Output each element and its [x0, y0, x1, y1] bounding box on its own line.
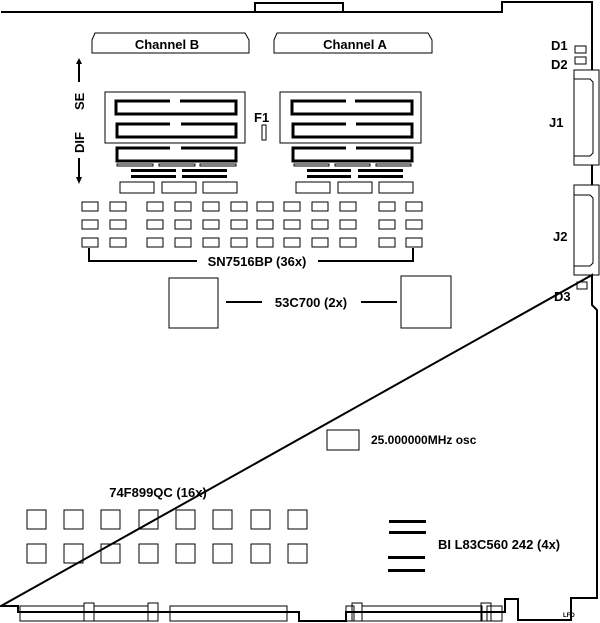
74f899qc-chip [212, 509, 233, 530]
74f899qc-label: 74F899QC (16x) [109, 485, 207, 500]
sn7516bp-chip [81, 201, 99, 212]
j1-label: J1 [549, 115, 563, 130]
corner-mark: LFD [563, 613, 575, 619]
sn7516bp-chip [283, 237, 301, 248]
led-d1: D1 [551, 38, 587, 54]
sn7516bp-chip [81, 237, 99, 248]
sn7516bp-driver-array [81, 201, 423, 248]
sn7516bp-chip [81, 219, 99, 230]
channel-a-terminators [279, 91, 422, 194]
se-dif-indicator: SE DIF [72, 58, 87, 184]
j2-connector[interactable]: J2 [553, 184, 600, 276]
sn7516bp-chip [405, 201, 423, 212]
74f899qc-chip [26, 509, 47, 530]
d2-label: D2 [551, 57, 568, 72]
sn7516bp-chip [202, 237, 220, 248]
sn7516bp-chip [202, 201, 220, 212]
sn7516bp-chip [339, 219, 357, 230]
53c700-label: 53C700 (2x) [275, 295, 347, 310]
sn7516bp-chip [230, 237, 248, 248]
74f899qc-chip [100, 543, 121, 564]
sn7516bp-chip [256, 219, 274, 230]
oscillator: 25.000000MHz osc [326, 429, 477, 451]
sn7516bp-chip [174, 237, 192, 248]
d1-label: D1 [551, 38, 568, 53]
53c700-chips: 53C700 (2x) [168, 275, 452, 329]
j2-label: J2 [553, 229, 567, 244]
bi-l83c560-label: BI L83C560 242 (4x) [438, 537, 560, 552]
sn7516bp-chip [283, 201, 301, 212]
sn7516bp-chip [146, 201, 164, 212]
bi-l83c560-chips: BI L83C560 242 (4x) [388, 520, 560, 572]
sn7516bp-chip [378, 201, 396, 212]
sn7516bp-chip [339, 201, 357, 212]
led-d2: D2 [551, 56, 587, 72]
74f899qc-chip [63, 509, 84, 530]
74f899qc-chip [287, 543, 308, 564]
74f899qc-chip [175, 543, 196, 564]
dif-label: DIF [72, 132, 87, 153]
se-label: SE [72, 92, 87, 110]
channel-a-connector[interactable]: Channel A [273, 32, 433, 54]
74f899qc-chip [138, 509, 159, 530]
channel-a-label: Channel A [323, 37, 387, 52]
sn7516bp-chip [109, 201, 127, 212]
channel-b-terminators [104, 91, 246, 194]
sn7516bp-chip [146, 237, 164, 248]
74f899qc-chip [138, 543, 159, 564]
sn7516bp-chip [146, 219, 164, 230]
j1-connector[interactable]: J1 [549, 69, 600, 166]
channel-b-label: Channel B [135, 37, 199, 52]
sn7516bp-chip [405, 219, 423, 230]
sn7516bp-chip [230, 201, 248, 212]
sn7516bp-chip [174, 219, 192, 230]
74f899qc-chip [250, 543, 271, 564]
sn7516bp-chip [256, 201, 274, 212]
53c700-chip-b [168, 277, 219, 329]
74f899qc-buffer-array [26, 509, 308, 564]
sn7516bp-chip [256, 237, 274, 248]
74f899qc-chip [63, 543, 84, 564]
d3-label: D3 [554, 289, 571, 304]
oscillator-label: 25.000000MHz osc [371, 433, 477, 447]
74f899qc-chip [287, 509, 308, 530]
74f899qc-chip [250, 509, 271, 530]
channel-b-connector[interactable]: Channel B [91, 32, 250, 54]
sn7516bp-chip [230, 219, 248, 230]
sn7516bp-chip [174, 201, 192, 212]
sn7516bp-chip [378, 219, 396, 230]
sn7516bp-callout: SN7516BP (36x) [88, 248, 414, 269]
sn7516bp-chip [311, 237, 329, 248]
sn7516bp-chip [311, 219, 329, 230]
sn7516bp-chip [109, 237, 127, 248]
74f899qc-chip [212, 543, 233, 564]
sn7516bp-chip [339, 237, 357, 248]
74f899qc-chip [26, 543, 47, 564]
sn7516bp-chip [405, 237, 423, 248]
53c700-chip-a [400, 275, 452, 329]
sn7516bp-chip [202, 219, 220, 230]
74f899qc-chip [175, 509, 196, 530]
fuse-f1[interactable]: F1 [254, 110, 269, 141]
sn7516bp-chip [378, 237, 396, 248]
74f899qc-chip [100, 509, 121, 530]
edge-connector [19, 602, 503, 622]
sn7516bp-chip [311, 201, 329, 212]
fuse-label: F1 [254, 110, 269, 125]
led-d3: D3 [554, 281, 588, 304]
sn7516bp-chip [283, 219, 301, 230]
sn7516bp-label: SN7516BP (36x) [208, 254, 307, 269]
sn7516bp-chip [109, 219, 127, 230]
